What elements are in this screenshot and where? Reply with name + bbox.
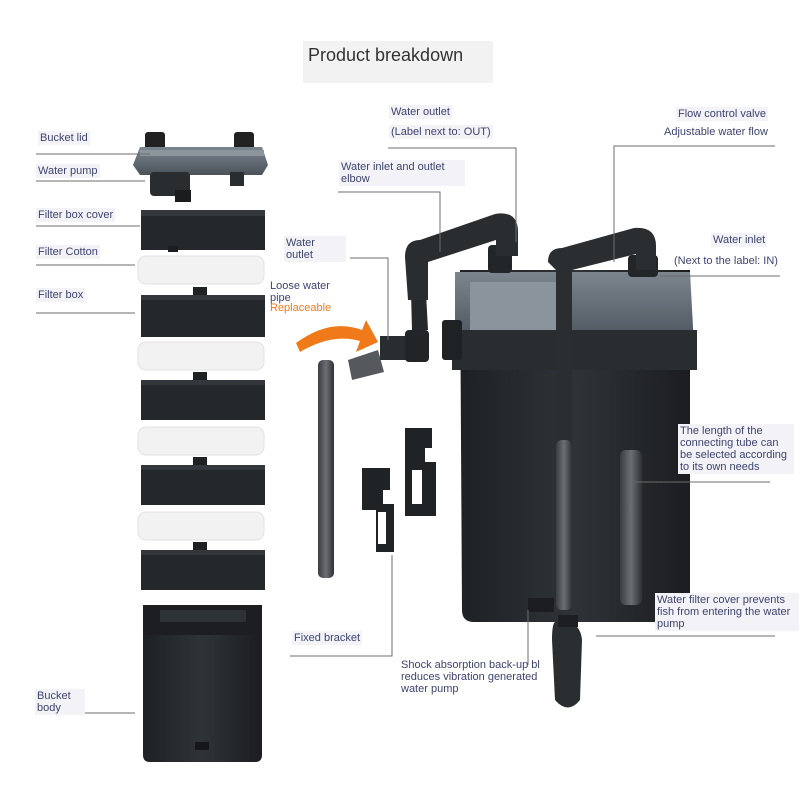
- label-shock-absorption-note: Shock absorption back-up bl reduces vibr…: [401, 659, 540, 695]
- filter-box-part-1: [141, 287, 265, 337]
- filter-box-part-4: [141, 542, 265, 590]
- label-replaceable: Replaceable: [270, 302, 332, 314]
- label-filter-box: Filter box: [36, 288, 86, 302]
- label-bucket-body: Bucket body: [35, 689, 85, 715]
- arrow-icon: [296, 320, 378, 352]
- filter-box-cover-part: [141, 210, 265, 252]
- filter-cotton-pad-4: [137, 511, 265, 541]
- page-title: Product breakdown: [303, 41, 493, 83]
- filter-box-part-2: [141, 372, 265, 420]
- assembled-filter-unit: [405, 213, 697, 622]
- label-bucket-lid: Bucket lid: [38, 131, 90, 145]
- label-water-outlet-nozzle: Water outlet: [284, 236, 346, 262]
- bucket-body-part: [143, 605, 262, 762]
- label-loose-water-pipe: Loose water pipe: [270, 280, 330, 304]
- label-water-pump: Water pump: [36, 164, 100, 178]
- label-water-outlet-note: (Label next to: OUT): [389, 125, 493, 139]
- filter-cotton-pad-3: [137, 426, 265, 456]
- label-inlet-outlet-elbow: Water inlet and outlet elbow: [339, 160, 465, 186]
- label-water-inlet-note: (Next to the label: IN): [674, 255, 778, 267]
- label-flow-control-valve: Flow control valve: [676, 107, 769, 121]
- bucket-lid-part: [133, 132, 268, 202]
- label-filter-box-cover: Filter box cover: [36, 208, 116, 222]
- water-filter-cover-part: [552, 615, 582, 708]
- filter-box-part-3: [141, 457, 265, 505]
- label-connecting-tube-note: The length of the connecting tube can be…: [678, 424, 794, 474]
- filter-cotton-pad-1: [137, 255, 265, 285]
- fixed-bracket-part-1: [405, 428, 436, 516]
- label-filter-cotton: Filter Cotton: [36, 245, 100, 259]
- label-water-filter-cover-note: Water filter cover prevents fish from en…: [655, 593, 799, 631]
- label-fixed-bracket: Fixed bracket: [292, 631, 363, 645]
- fixed-bracket-part-2: [362, 468, 394, 552]
- label-water-inlet: Water inlet: [711, 233, 768, 247]
- label-adjustable-water-flow: Adjustable water flow: [664, 126, 768, 138]
- loose-water-pipe-part: [318, 360, 334, 578]
- filter-cotton-pad-2: [137, 341, 265, 371]
- label-water-outlet: Water outlet: [389, 105, 452, 119]
